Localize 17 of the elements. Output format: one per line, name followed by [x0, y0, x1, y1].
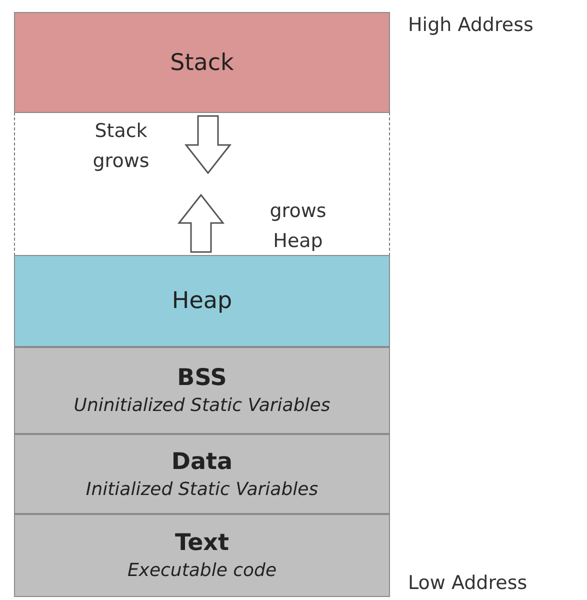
address-label: High Address: [408, 13, 534, 38]
memory-segment: [14, 255, 390, 347]
memory-segment: [14, 347, 390, 434]
address-label: Low Address: [408, 571, 528, 596]
segment-title: Text: [174, 530, 230, 556]
segment-title: Data: [171, 448, 233, 474]
memory-segment: [14, 434, 390, 514]
growth-label: Stack grows: [92, 119, 150, 174]
segment-title: BSS: [177, 365, 227, 391]
segment-description: Initialized Static Variables: [86, 478, 318, 500]
memory-segment: [14, 514, 390, 597]
memory-segment: [14, 12, 390, 113]
segment-title: Heap: [172, 288, 232, 314]
segment-title: Stack: [170, 50, 234, 76]
segment-description: Uninitialized Static Variables: [74, 395, 330, 416]
segment-description: Executable code: [127, 560, 277, 581]
growth-label: grows Heap: [268, 199, 328, 254]
